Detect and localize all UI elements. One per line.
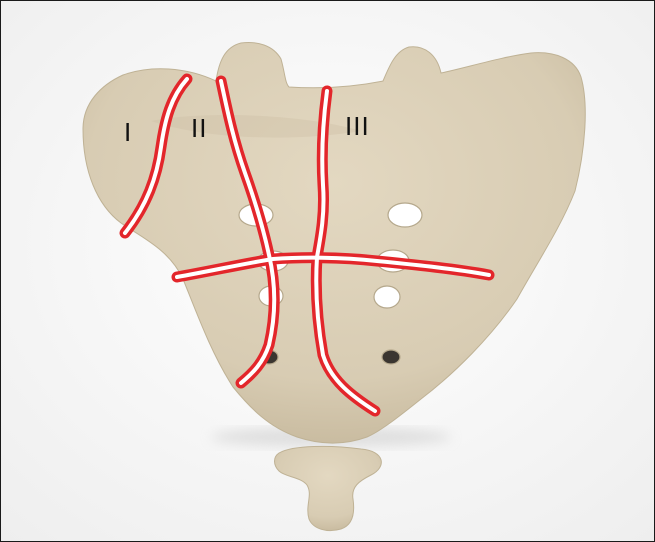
zone-label-3: III [345,113,370,139]
zone-label-2: II [191,115,207,141]
zone-label-1: I [124,119,132,145]
